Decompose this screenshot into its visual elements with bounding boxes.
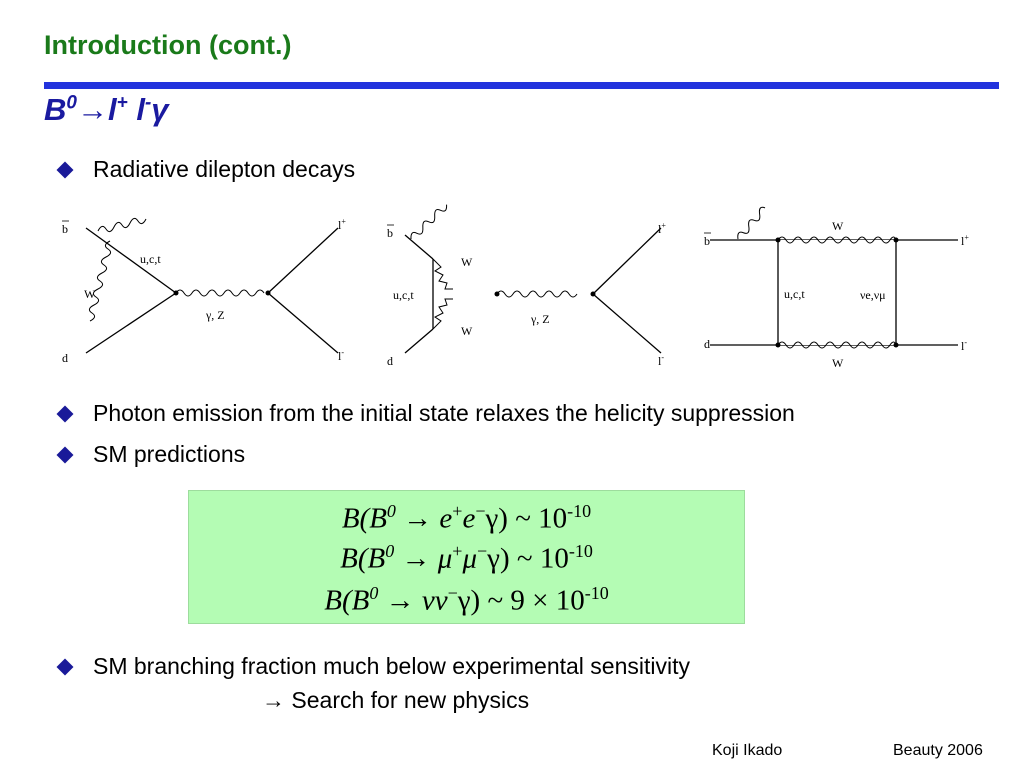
b-quark-line: [404, 234, 434, 260]
label-d: d: [387, 354, 393, 368]
lepton-plus-line: [267, 227, 339, 294]
label-quarks: u,c,t: [784, 287, 805, 301]
label-b: b: [62, 222, 68, 236]
bullet-item: SM predictions: [55, 441, 245, 468]
diamond-bullet-icon: [56, 161, 74, 178]
gamma-z-wave: [496, 290, 578, 298]
vertex-dot: [590, 291, 596, 297]
prediction-nunu: B(B0 → νν−γ) ~ 9 × 10-10: [324, 583, 609, 617]
label-boson: γ, Z: [205, 308, 225, 322]
d-quark-line: [404, 328, 434, 354]
label-l-minus: l-: [658, 353, 664, 368]
gamma-z-wave: [175, 289, 265, 297]
subtitle-arrow: →: [76, 92, 108, 127]
search-new-physics: → Search for new physics: [262, 687, 530, 713]
vertex-dot: [893, 342, 899, 348]
sm-predictions-box: B(B0 → e+e−γ) ~ 10-10 B(B0 → μ+μ−γ) ~ 10…: [188, 490, 745, 624]
w-boson-wave-top: [777, 236, 897, 244]
slide-subtitle: B0→l+ l-γ: [44, 92, 169, 128]
w-boson-wave: [88, 240, 112, 322]
diamond-bullet-icon: [56, 446, 74, 463]
d-quark-line: [85, 292, 177, 354]
feynman-diagram-3: b d W W u,c,t νe,νμ l+ l-: [704, 206, 969, 370]
subtitle-sup-minus: -: [144, 92, 152, 114]
bullet-text: SM predictions: [93, 441, 246, 467]
bullet-item: SM branching fraction much below experim…: [55, 653, 690, 680]
label-l-plus: l+: [338, 217, 346, 232]
vertex-dot: [893, 237, 899, 243]
label-quarks: u,c,t: [140, 252, 161, 266]
vertex-dot: [775, 237, 781, 243]
label-l-plus: l+: [658, 221, 666, 236]
label-w-bottom: W: [461, 324, 473, 338]
vertex-dot: [494, 291, 500, 297]
photon-emission-wave: [737, 206, 766, 240]
vertex-dot: [775, 342, 781, 348]
label-b: b: [387, 226, 393, 240]
w-boson-wave-top: [432, 258, 453, 290]
label-d: d: [62, 351, 68, 365]
label-w-top: W: [832, 219, 844, 233]
b-quark-line: [85, 227, 177, 294]
label-w-bottom: W: [832, 356, 844, 370]
footer-author: Koji Ikado: [712, 742, 783, 759]
label-l-minus: l-: [338, 348, 344, 363]
photon-emission-wave: [410, 204, 448, 240]
subtitle-l-minus: l: [127, 92, 145, 127]
lepton-minus-line: [592, 293, 662, 354]
subtitle-b: B: [44, 92, 67, 127]
lepton-plus-line: [592, 227, 662, 295]
vertex-dot: [265, 290, 271, 296]
w-boson-wave-bottom: [432, 298, 453, 330]
footer-event: Beauty 2006: [893, 742, 983, 759]
prediction-ee: B(B0 → e+e−γ) ~ 10-10: [341, 501, 592, 535]
subtitle-sup-plus: +: [116, 92, 128, 114]
slide-title: Introduction (cont.): [44, 30, 292, 60]
label-w: W: [84, 287, 96, 301]
label-w-top: W: [461, 255, 473, 269]
bullet-item: Radiative dilepton decays: [55, 156, 355, 183]
bullet-text: Photon emission from the initial state r…: [93, 400, 795, 426]
subtitle-l-plus: l: [107, 92, 117, 127]
label-quarks: u,c,t: [393, 288, 414, 302]
feynman-diagram-2: b d u,c,t W W γ, Z l+ l-: [387, 204, 666, 368]
bullet-item: Photon emission from the initial state r…: [55, 400, 795, 427]
label-l-minus: l-: [961, 338, 967, 353]
diamond-bullet-icon: [56, 405, 74, 422]
box-mask: [778, 240, 896, 345]
prediction-mumu: B(B0 → μ+μ−γ) ~ 10-10: [340, 541, 593, 575]
bullet-text: Radiative dilepton decays: [93, 156, 356, 182]
label-neutrinos: νe,νμ: [860, 288, 886, 302]
w-boson-wave-bottom: [777, 341, 897, 349]
label-boson: γ, Z: [530, 312, 550, 326]
label-l-plus: l+: [961, 233, 969, 248]
title-rule: [44, 82, 999, 89]
photon-emission-wave: [97, 217, 147, 233]
lepton-minus-line: [267, 292, 339, 354]
label-b: b: [704, 234, 710, 248]
diamond-bullet-icon: [56, 658, 74, 675]
label-d: d: [704, 337, 710, 351]
bullet-text: SM branching fraction much below experim…: [93, 653, 690, 679]
vertex-dot: [173, 290, 179, 296]
subtitle-gamma: γ: [151, 92, 169, 127]
subtitle-sup-zero: 0: [66, 92, 77, 114]
feynman-diagram-1: b d W u,c,t γ, Z l+ l-: [62, 217, 346, 365]
